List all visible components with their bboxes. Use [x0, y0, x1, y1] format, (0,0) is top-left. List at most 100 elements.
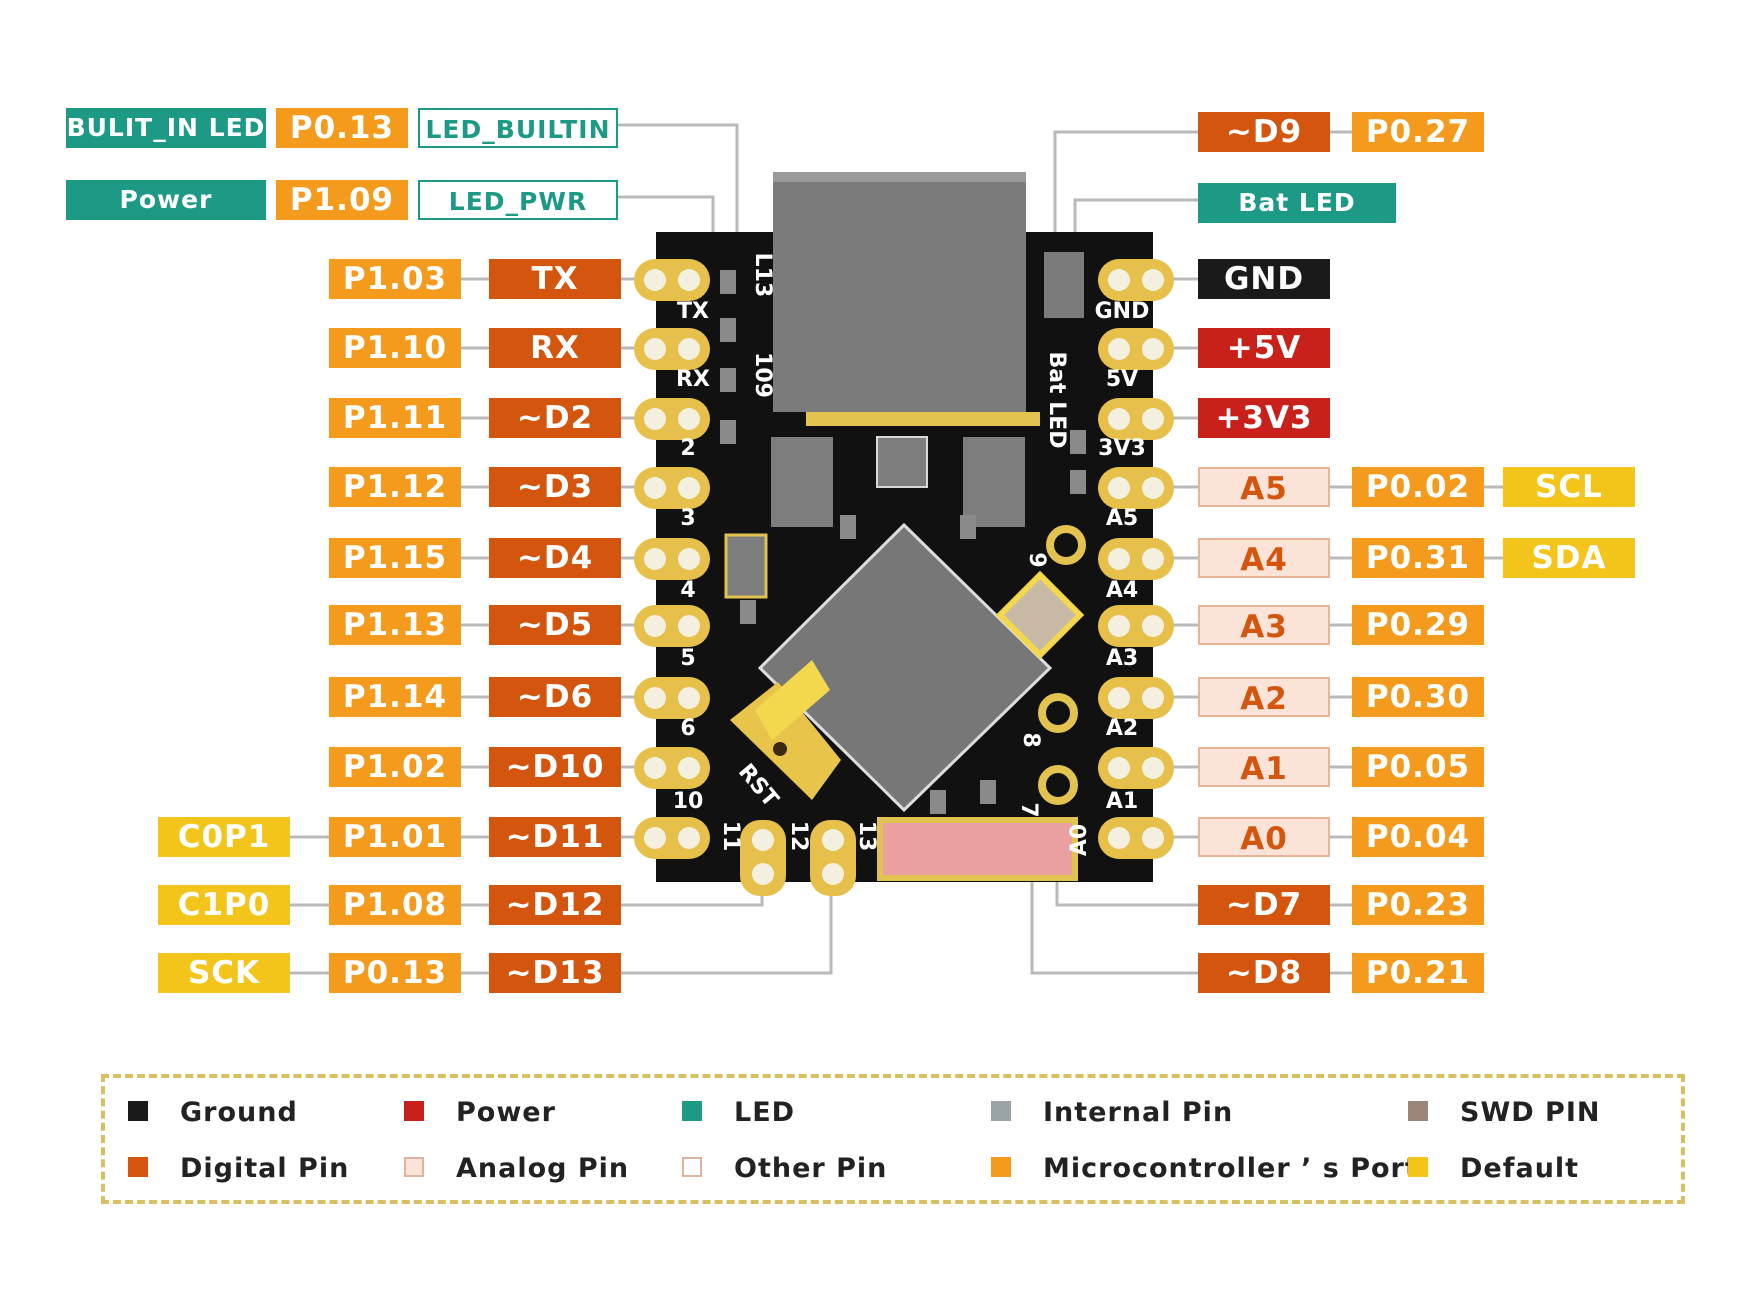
pin-hole	[1108, 269, 1130, 291]
pin-hole	[678, 548, 700, 570]
legend-swatch	[991, 1100, 1011, 1121]
pin-label-digital: ~D9	[1198, 112, 1330, 152]
bottom-pin-pad	[740, 820, 786, 896]
pin-label-other-led: LED_PWR	[418, 180, 618, 220]
legend-label: Analog Pin	[456, 1153, 630, 1184]
legend-label: Ground	[180, 1097, 298, 1128]
pin-label-digital: ~D4	[489, 538, 621, 578]
legend-item: Ground	[128, 1096, 298, 1130]
pin-label-port: P0.23	[1352, 885, 1484, 925]
silkscreen-label: 11	[718, 821, 743, 852]
pin-hole	[678, 408, 700, 430]
pin-label-digital: RX	[489, 328, 621, 368]
silkscreen-label: A4	[1106, 578, 1138, 603]
connector-line	[618, 123, 739, 268]
pin-hole	[1142, 548, 1164, 570]
silkscreen-label: A3	[1106, 646, 1138, 671]
via-7	[1038, 765, 1078, 805]
legend-item: Other Pin	[682, 1152, 887, 1186]
pin-label-default: C1P0	[158, 885, 290, 925]
legend-label: Microcontroller ’ s Port	[1043, 1153, 1419, 1184]
pin-label-digital: ~D10	[489, 747, 621, 787]
legend-swatch	[128, 1156, 148, 1177]
pin-label-digital: ~D7	[1198, 885, 1330, 925]
reset-dot	[773, 742, 787, 756]
pin-label-port: P1.01	[329, 817, 461, 857]
pin-hole	[1108, 615, 1130, 637]
smd-component	[840, 515, 856, 539]
legend-item: Analog Pin	[404, 1152, 629, 1186]
pin-hole	[644, 827, 666, 849]
pin-label-digital: ~D13	[489, 953, 621, 993]
pin-label-digital: ~D8	[1198, 953, 1330, 993]
pin-hole	[1142, 687, 1164, 709]
legend-item: Digital Pin	[128, 1152, 349, 1186]
pin-hole	[1108, 757, 1130, 779]
silkscreen-label: 4	[680, 578, 695, 603]
pin-label-port: P1.13	[329, 605, 461, 645]
silkscreen-label: L13	[750, 253, 775, 298]
usb-connector	[773, 172, 1026, 412]
pin-label-port: P1.02	[329, 747, 461, 787]
pin-hole	[752, 829, 774, 851]
pin-label-analog: A4	[1198, 538, 1330, 578]
pin-label-digital: ~D11	[489, 817, 621, 857]
legend-swatch	[1408, 1156, 1428, 1177]
silkscreen-label: 8	[1018, 732, 1043, 747]
pin-label-power: +3V3	[1198, 398, 1330, 438]
legend-label: Digital Pin	[180, 1153, 350, 1184]
regulator-chip	[771, 437, 833, 527]
pin-hole	[678, 757, 700, 779]
pin-hole	[1108, 408, 1130, 430]
pin-hole	[678, 827, 700, 849]
via-8	[1038, 693, 1078, 733]
legend-item: Power	[404, 1096, 556, 1130]
pin-hole	[1142, 408, 1164, 430]
smd-component	[980, 780, 996, 804]
legend-label: LED	[734, 1097, 796, 1128]
pin-hole	[1108, 338, 1130, 360]
pin-hole	[1142, 338, 1164, 360]
pin-hole	[644, 477, 666, 499]
pin-hole	[1142, 615, 1164, 637]
smd-component	[740, 600, 756, 624]
via-9	[1046, 525, 1086, 565]
pin-hole	[644, 338, 666, 360]
pin-label-default: SDA	[1503, 538, 1635, 578]
pin-label-analog: A1	[1198, 747, 1330, 787]
silkscreen-label: A1	[1106, 789, 1138, 814]
pin-label-port: P0.02	[1352, 467, 1484, 507]
pin-label-digital: ~D12	[489, 885, 621, 925]
pin-label-led: Bat LED	[1198, 183, 1396, 223]
pin-label-analog: A3	[1198, 605, 1330, 645]
legend-label: Power	[456, 1097, 556, 1128]
legend-swatch	[404, 1156, 424, 1177]
silkscreen-label: 6	[680, 716, 695, 741]
pin-hole	[1108, 687, 1130, 709]
pin-hole	[644, 757, 666, 779]
legend-item: LED	[682, 1096, 795, 1130]
pin-hole	[752, 863, 774, 885]
pin-label-port: P0.29	[1352, 605, 1484, 645]
bottom-pin-pad	[810, 820, 856, 896]
pin-label-port: P0.04	[1352, 817, 1484, 857]
smd-component	[960, 515, 976, 539]
silkscreen-label: 12	[786, 821, 811, 852]
pin-label-port: P1.03	[329, 259, 461, 299]
pin-label-digital: TX	[489, 259, 621, 299]
pin-label-default: SCL	[1503, 467, 1635, 507]
pin-hole	[1142, 477, 1164, 499]
usb-connector-top	[773, 172, 1026, 182]
pin-label-analog: A0	[1198, 817, 1330, 857]
silkscreen-label: 7	[1016, 802, 1041, 817]
pin-label-port: P1.12	[329, 467, 461, 507]
pin-label-port: P1.11	[329, 398, 461, 438]
smd-component	[1070, 470, 1086, 494]
regulator-chip	[963, 437, 1025, 527]
legend-label: Other Pin	[734, 1153, 888, 1184]
pin-label-digital: ~D6	[489, 677, 621, 717]
smd-component	[1070, 430, 1086, 454]
legend-label: Default	[1460, 1153, 1580, 1184]
smd-component	[720, 368, 736, 392]
